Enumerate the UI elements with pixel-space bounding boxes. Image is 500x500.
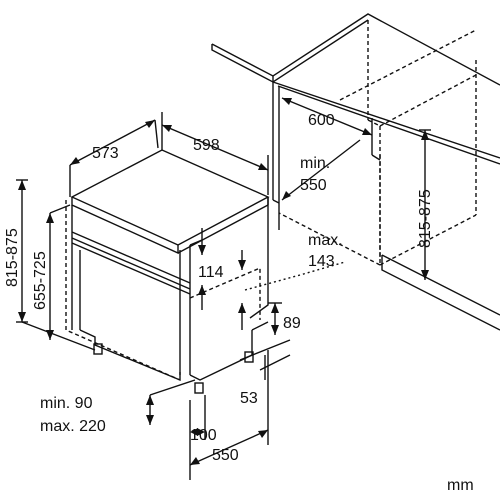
- dim-114: 114: [198, 264, 224, 281]
- dishwasher-body: [65, 149, 270, 394]
- dim-max-143: 143: [308, 253, 335, 270]
- dim-815-875-right: 815-875: [417, 189, 434, 248]
- dimension-lines: [16, 97, 431, 480]
- dim-600: 600: [308, 112, 335, 129]
- dim-573: 573: [92, 145, 119, 162]
- dim-53: 53: [240, 390, 258, 407]
- dim-598: 598: [193, 137, 220, 154]
- dim-niche-550: 550: [300, 177, 327, 194]
- dim-min-90: min. 90: [40, 395, 93, 412]
- niche-outline: [211, 13, 500, 331]
- arrowheads: [18, 98, 429, 465]
- dim-89: 89: [283, 315, 301, 332]
- dim-max-220: max. 220: [40, 418, 106, 435]
- unit-label: mm: [447, 477, 474, 494]
- dim-655-725: 655-725: [32, 251, 49, 310]
- dim-550-bottom: 550: [212, 447, 239, 464]
- dim-100: 100: [190, 427, 217, 444]
- dim-815-875-left: 815-875: [4, 228, 21, 287]
- dim-min-label: min.: [300, 155, 330, 172]
- dim-max-label: max.: [308, 232, 343, 249]
